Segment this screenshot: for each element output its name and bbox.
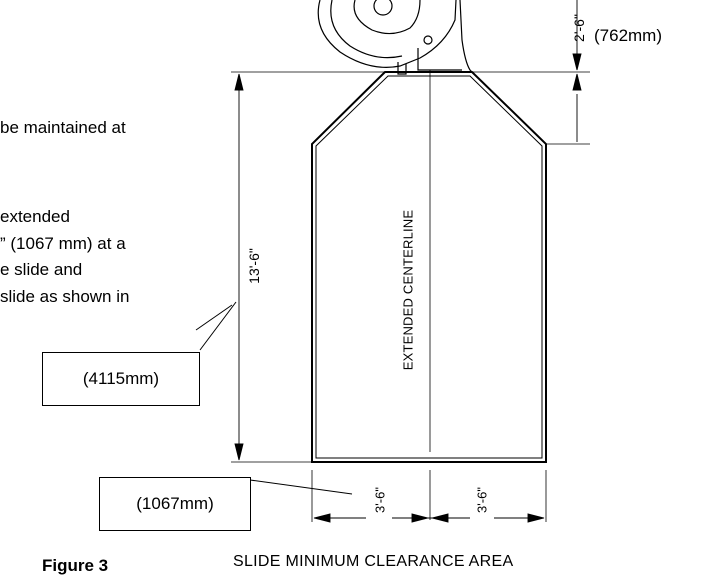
- figure-caption: SLIDE MINIMUM CLEARANCE AREA: [233, 553, 514, 570]
- body-text-line-4: e slide and: [0, 260, 83, 279]
- extension-lines: [231, 71, 590, 522]
- height-mm-label: (4115mm): [82, 369, 160, 388]
- slide-top-drawing: [317, 0, 473, 75]
- width-mm-box: (1067mm): [99, 477, 251, 531]
- bottom-left-dimension-label: 3'-6": [372, 487, 388, 513]
- height-dimension-line: [234, 73, 244, 461]
- top-dimension-label: 2'-6": [571, 14, 587, 42]
- top-dimension-line: [572, 0, 582, 142]
- body-text-line-1: be maintained at: [0, 118, 126, 137]
- height-dimension-label: 13'-6": [246, 248, 262, 284]
- width-mm-label: (1067mm): [136, 494, 214, 513]
- body-text-line-3: ” (1067 mm) at a: [0, 234, 126, 253]
- width-dimension-line: [313, 513, 545, 523]
- top-dimension-mm-label: (762mm): [594, 26, 663, 45]
- clearance-area-outline: [311, 71, 547, 463]
- bottom-right-dimension-label: 3'-6": [474, 487, 490, 513]
- height-mm-box: (4115mm): [42, 352, 200, 406]
- figure-label: Figure 3: [42, 556, 109, 575]
- body-text-line-5: slide as shown in: [0, 287, 130, 306]
- centerline-label: EXTENDED CENTERLINE: [400, 209, 416, 371]
- leader-lines: [195, 301, 353, 495]
- body-text-line-2: extended: [0, 207, 70, 226]
